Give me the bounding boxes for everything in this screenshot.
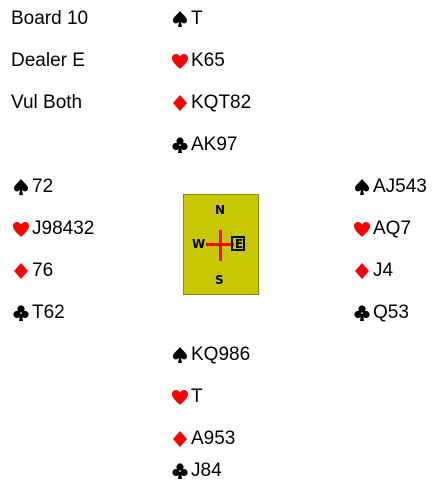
diamond-icon xyxy=(11,261,31,281)
north-spades: T xyxy=(170,4,203,34)
board-number: Board 10 xyxy=(11,8,89,29)
diamond-icon xyxy=(170,429,190,449)
compass-east-label: E xyxy=(235,237,244,251)
south-clubs: J84 xyxy=(170,456,222,486)
north-hearts: K65 xyxy=(170,46,225,76)
diamond-icon xyxy=(170,93,190,113)
club-icon xyxy=(170,461,190,481)
south-spades: KQ986 xyxy=(170,340,250,370)
east-diamonds-cards: J4 xyxy=(373,260,394,281)
east-clubs-cards: Q53 xyxy=(373,302,409,323)
west-clubs-cards: T62 xyxy=(32,302,65,323)
club-icon xyxy=(11,303,31,323)
spade-icon xyxy=(352,177,372,197)
club-icon xyxy=(170,135,190,155)
south-clubs-cards: J84 xyxy=(191,460,222,481)
compass-diagram: N W S E xyxy=(183,194,259,295)
heart-icon xyxy=(170,51,190,71)
south-diamonds-cards: A953 xyxy=(191,428,236,449)
club-icon xyxy=(352,303,372,323)
south-hearts-cards: T xyxy=(191,386,203,407)
east-clubs: Q53 xyxy=(352,298,409,328)
north-hearts-cards: K65 xyxy=(191,50,225,71)
west-diamonds-cards: 76 xyxy=(32,260,54,281)
diamond-icon xyxy=(352,261,372,281)
west-clubs: T62 xyxy=(11,298,65,328)
north-diamonds: KQT82 xyxy=(170,88,251,118)
north-clubs-cards: AK97 xyxy=(191,134,238,155)
heart-icon xyxy=(170,387,190,407)
north-clubs: AK97 xyxy=(170,130,237,160)
dealer-indicator-box xyxy=(231,236,245,251)
north-spades-cards: T xyxy=(191,8,203,29)
south-diamonds: A953 xyxy=(170,424,235,454)
east-spades: AJ543 xyxy=(352,172,427,202)
east-diamonds: J4 xyxy=(352,256,393,286)
west-hearts-cards: J98432 xyxy=(32,218,95,239)
west-spades-cards: 72 xyxy=(32,176,54,197)
west-diamonds: 76 xyxy=(11,256,53,286)
compass-north-label: N xyxy=(215,203,226,217)
east-hearts: AQ7 xyxy=(352,214,411,244)
vulnerability-info: Vul Both xyxy=(11,92,83,113)
dealer-info: Dealer E xyxy=(11,50,85,71)
south-hearts: T xyxy=(170,382,203,412)
heart-icon xyxy=(352,219,372,239)
east-spades-cards: AJ543 xyxy=(373,176,427,197)
compass-west-label: W xyxy=(192,237,206,251)
spade-icon xyxy=(11,177,31,197)
west-hearts: J98432 xyxy=(11,214,94,244)
compass-cross-horizontal xyxy=(206,243,234,246)
spade-icon xyxy=(170,345,190,365)
west-spades: 72 xyxy=(11,172,53,202)
heart-icon xyxy=(11,219,31,239)
south-spades-cards: KQ986 xyxy=(191,344,251,365)
spade-icon xyxy=(170,9,190,29)
compass-south-label: S xyxy=(215,273,224,287)
east-hearts-cards: AQ7 xyxy=(373,218,412,239)
north-diamonds-cards: KQT82 xyxy=(191,92,252,113)
